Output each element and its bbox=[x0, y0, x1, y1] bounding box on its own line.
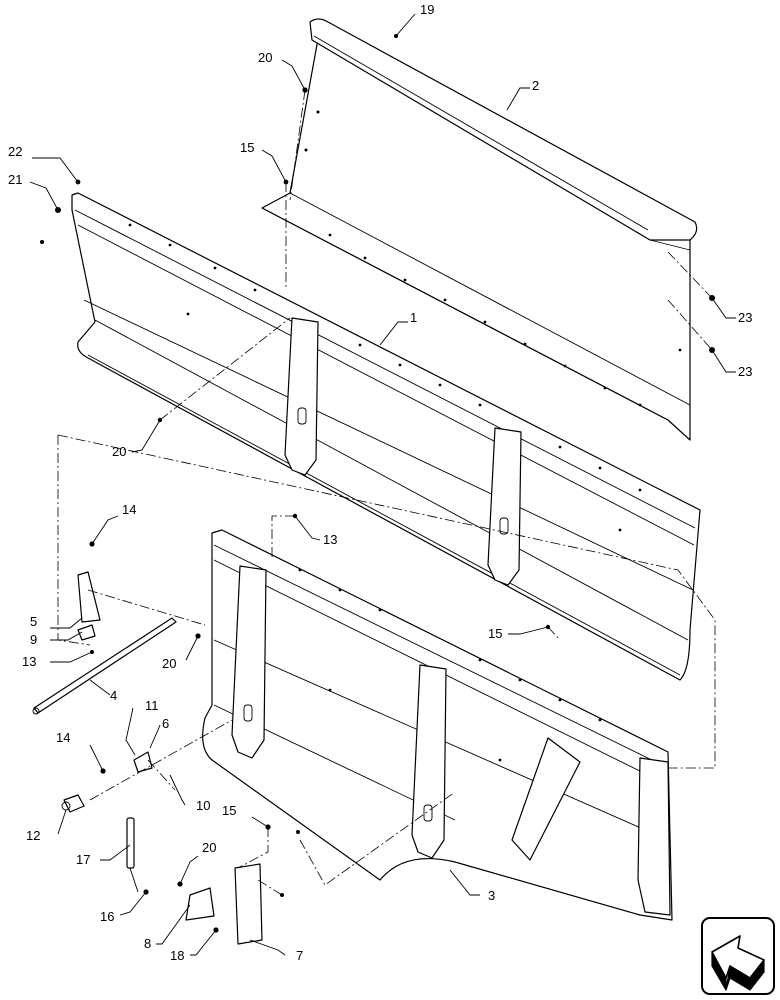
callout-14-lower: 14 bbox=[56, 730, 70, 745]
callout-20-low: 20 bbox=[202, 840, 216, 855]
callout-22: 22 bbox=[8, 144, 22, 159]
callout-3: 3 bbox=[488, 888, 495, 903]
callout-6: 6 bbox=[162, 716, 169, 731]
callout-15-low: 15 bbox=[222, 803, 236, 818]
callout-23-lower: 23 bbox=[738, 364, 752, 379]
callout-12: 12 bbox=[26, 828, 40, 843]
callout-19: 19 bbox=[420, 2, 434, 17]
part-7-plate bbox=[234, 863, 263, 945]
callout-13-right: 13 bbox=[323, 532, 337, 547]
callout-2: 2 bbox=[532, 78, 539, 93]
part-8-bracket bbox=[185, 887, 215, 921]
callout-7: 7 bbox=[296, 948, 303, 963]
callout-16: 16 bbox=[100, 909, 114, 924]
leader-lines bbox=[29, 13, 736, 956]
callout-15-top: 15 bbox=[240, 140, 254, 155]
callout-21: 21 bbox=[8, 172, 22, 187]
callout-1: 1 bbox=[410, 310, 417, 325]
callout-14-upper: 14 bbox=[122, 502, 136, 517]
callout-labels: 19 20 2 15 22 21 1 23 23 20 14 13 5 15 9… bbox=[8, 2, 752, 963]
part-9-clip bbox=[77, 624, 96, 641]
callout-20-left: 20 bbox=[162, 656, 176, 671]
callout-17: 17 bbox=[76, 852, 90, 867]
part-12-knob bbox=[61, 794, 85, 813]
callout-10: 10 bbox=[196, 798, 210, 813]
callout-23-upper: 23 bbox=[738, 310, 752, 325]
part-3-lower-deflector bbox=[202, 529, 673, 921]
callout-4: 4 bbox=[110, 688, 117, 703]
callout-20-mid: 20 bbox=[112, 444, 126, 459]
part-4-rod bbox=[32, 617, 177, 715]
part-17-gas-strut bbox=[126, 817, 139, 893]
part-5-bracket bbox=[77, 571, 101, 623]
callout-18: 18 bbox=[170, 948, 184, 963]
callout-20-top: 20 bbox=[258, 50, 272, 65]
callout-13-left: 13 bbox=[22, 654, 36, 669]
callout-11: 11 bbox=[145, 698, 159, 713]
callout-5: 5 bbox=[30, 614, 37, 629]
part-1-middle-deflector bbox=[71, 192, 701, 681]
next-page-arrow-icon[interactable] bbox=[701, 917, 775, 995]
callout-15-mid: 15 bbox=[488, 626, 502, 641]
callout-8: 8 bbox=[144, 936, 151, 951]
callout-9: 9 bbox=[30, 632, 37, 647]
part-6-bracket bbox=[133, 751, 153, 773]
